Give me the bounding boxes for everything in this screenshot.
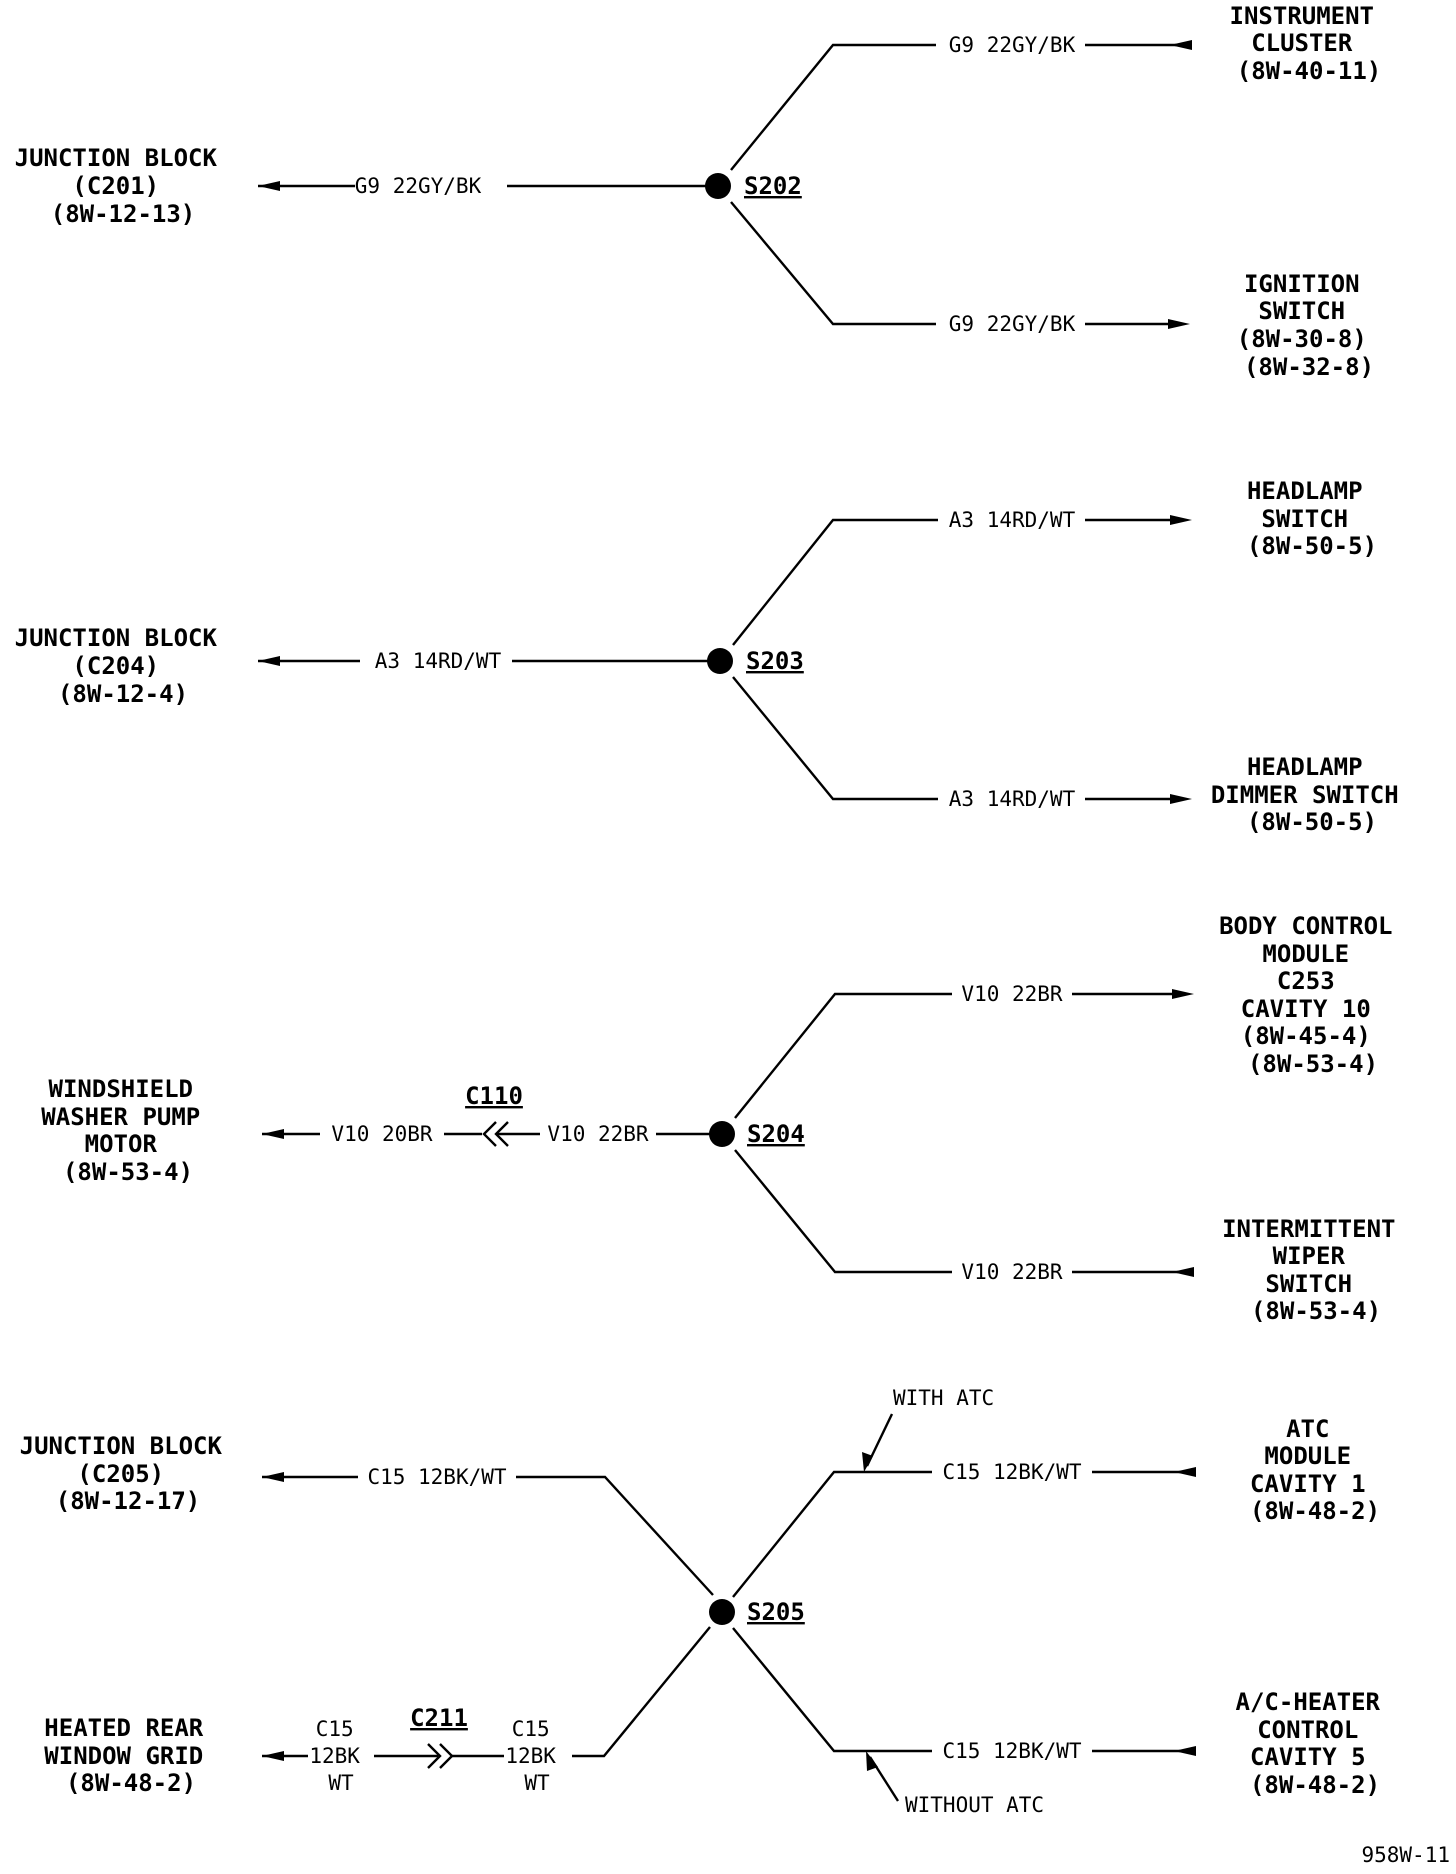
arrow-icon (1172, 989, 1194, 999)
component-junction-block-c205: JUNCTION BLOCK (C205) (8W-12-17) (20, 1432, 237, 1515)
splice-name: S205 (747, 1598, 805, 1626)
arrow-icon (1168, 319, 1190, 329)
arrow-icon (258, 181, 280, 191)
component-windshield-washer-pump-motor: WINDSHIELD WASHER PUMP MOTOR (8W-53-4) (41, 1075, 214, 1186)
wire-label: C15 12BK WT (505, 1717, 568, 1795)
component-instrument-cluster: INSTRUMENT CLUSTER (8W-40-11) (1230, 2, 1389, 85)
wire-segment (516, 1475, 714, 1596)
wire-label: V10 22BR (547, 1122, 649, 1146)
arrow-icon (1170, 794, 1192, 804)
wire-label: A3 14RD/WT (949, 787, 1076, 811)
splice-dot (709, 1121, 735, 1147)
wire-label: V10 22BR (961, 982, 1063, 1006)
component-heated-rear-window-grid: HEATED REAR WINDOW GRID (8W-48-2) (44, 1714, 217, 1797)
component-headlamp-dimmer-switch: HEADLAMP DIMMER SWITCH (8W-50-5) (1211, 753, 1413, 836)
component-intermittent-wiper-switch: INTERMITTENT WIPER SWITCH (8W-53-4) (1222, 1215, 1410, 1325)
arrow-icon (262, 1472, 284, 1482)
wire-label: C15 12BK/WT (942, 1739, 1081, 1763)
splice-dot (707, 648, 733, 674)
wire-label: C15 12BK/WT (942, 1460, 1081, 1484)
component-atc-module: ATC MODULE CAVITY 1 (8W-48-2) (1250, 1415, 1380, 1525)
arrow-icon (258, 656, 280, 666)
wire-note: WITHOUT ATC (905, 1793, 1044, 1817)
wire-label: G9 22GY/BK (355, 174, 482, 198)
arrow-icon (1170, 515, 1192, 525)
arrow-icon (1174, 1746, 1196, 1756)
wire-label: G9 22GY/BK (949, 33, 1076, 57)
wire-label: C15 12BK WT (309, 1717, 372, 1795)
arrow-icon (1172, 1267, 1194, 1277)
splice-group-s205: JUNCTION BLOCK (C205) (8W-12-17) C15 12B… (20, 1386, 1395, 1817)
splice-name: S202 (744, 172, 802, 200)
wire-label: G9 22GY/BK (949, 312, 1076, 336)
wire-segment (730, 201, 936, 326)
splice-group-s204: WINDSHIELD WASHER PUMP MOTOR (8W-53-4) V… (41, 912, 1410, 1325)
wire-note: WITH ATC (893, 1386, 994, 1410)
wire-label: A3 14RD/WT (949, 508, 1076, 532)
splice-group-s203: JUNCTION BLOCK (C204) (8W-12-4) A3 14RD/… (15, 477, 1413, 836)
wire-label: V10 22BR (961, 1260, 1063, 1284)
arrow-icon (1174, 1467, 1196, 1477)
wire-segment (730, 43, 936, 171)
arrow-icon (862, 1452, 873, 1472)
arrow-icon (1170, 40, 1192, 50)
component-headlamp-switch: HEADLAMP SWITCH (8W-50-5) (1247, 477, 1377, 560)
figure-id: 958W-11 (1361, 1843, 1450, 1867)
wire-segment (732, 1470, 932, 1598)
wire-segment (732, 518, 938, 646)
arrow-icon (262, 1751, 284, 1761)
splice-name: S203 (746, 647, 804, 675)
splice-group-s202: JUNCTION BLOCK (C201) (8W-12-13) G9 22GY… (15, 2, 1389, 381)
arrow-icon (262, 1129, 284, 1139)
component-junction-block-c204: JUNCTION BLOCK (C204) (8W-12-4) (15, 624, 232, 708)
splice-dot (705, 173, 731, 199)
wire-segment (734, 992, 952, 1119)
arrow-icon (866, 1751, 878, 1771)
wire-segment (572, 1626, 711, 1758)
connector-name: C211 (410, 1704, 468, 1732)
component-junction-block-c201: JUNCTION BLOCK (C201) (8W-12-13) (15, 144, 232, 228)
component-body-control-module: BODY CONTROL MODULE C253 CAVITY 10 (8W-4… (1219, 912, 1407, 1078)
wire-segment (734, 1149, 952, 1274)
wire-label: C15 12BK/WT (367, 1465, 506, 1489)
connector-name: C110 (465, 1082, 523, 1110)
wire-segment (732, 1627, 932, 1753)
splice-dot (709, 1599, 735, 1625)
component-ignition-switch: IGNITION SWITCH (8W-30-8) (8W-32-8) (1237, 270, 1382, 381)
component-ac-heater-control: A/C-HEATER CONTROL CAVITY 5 (8W-48-2) (1236, 1688, 1395, 1799)
wire-segment (732, 676, 938, 801)
wire-label: V10 20BR (331, 1122, 433, 1146)
wire-label: A3 14RD/WT (375, 649, 502, 673)
splice-name: S204 (747, 1120, 805, 1148)
